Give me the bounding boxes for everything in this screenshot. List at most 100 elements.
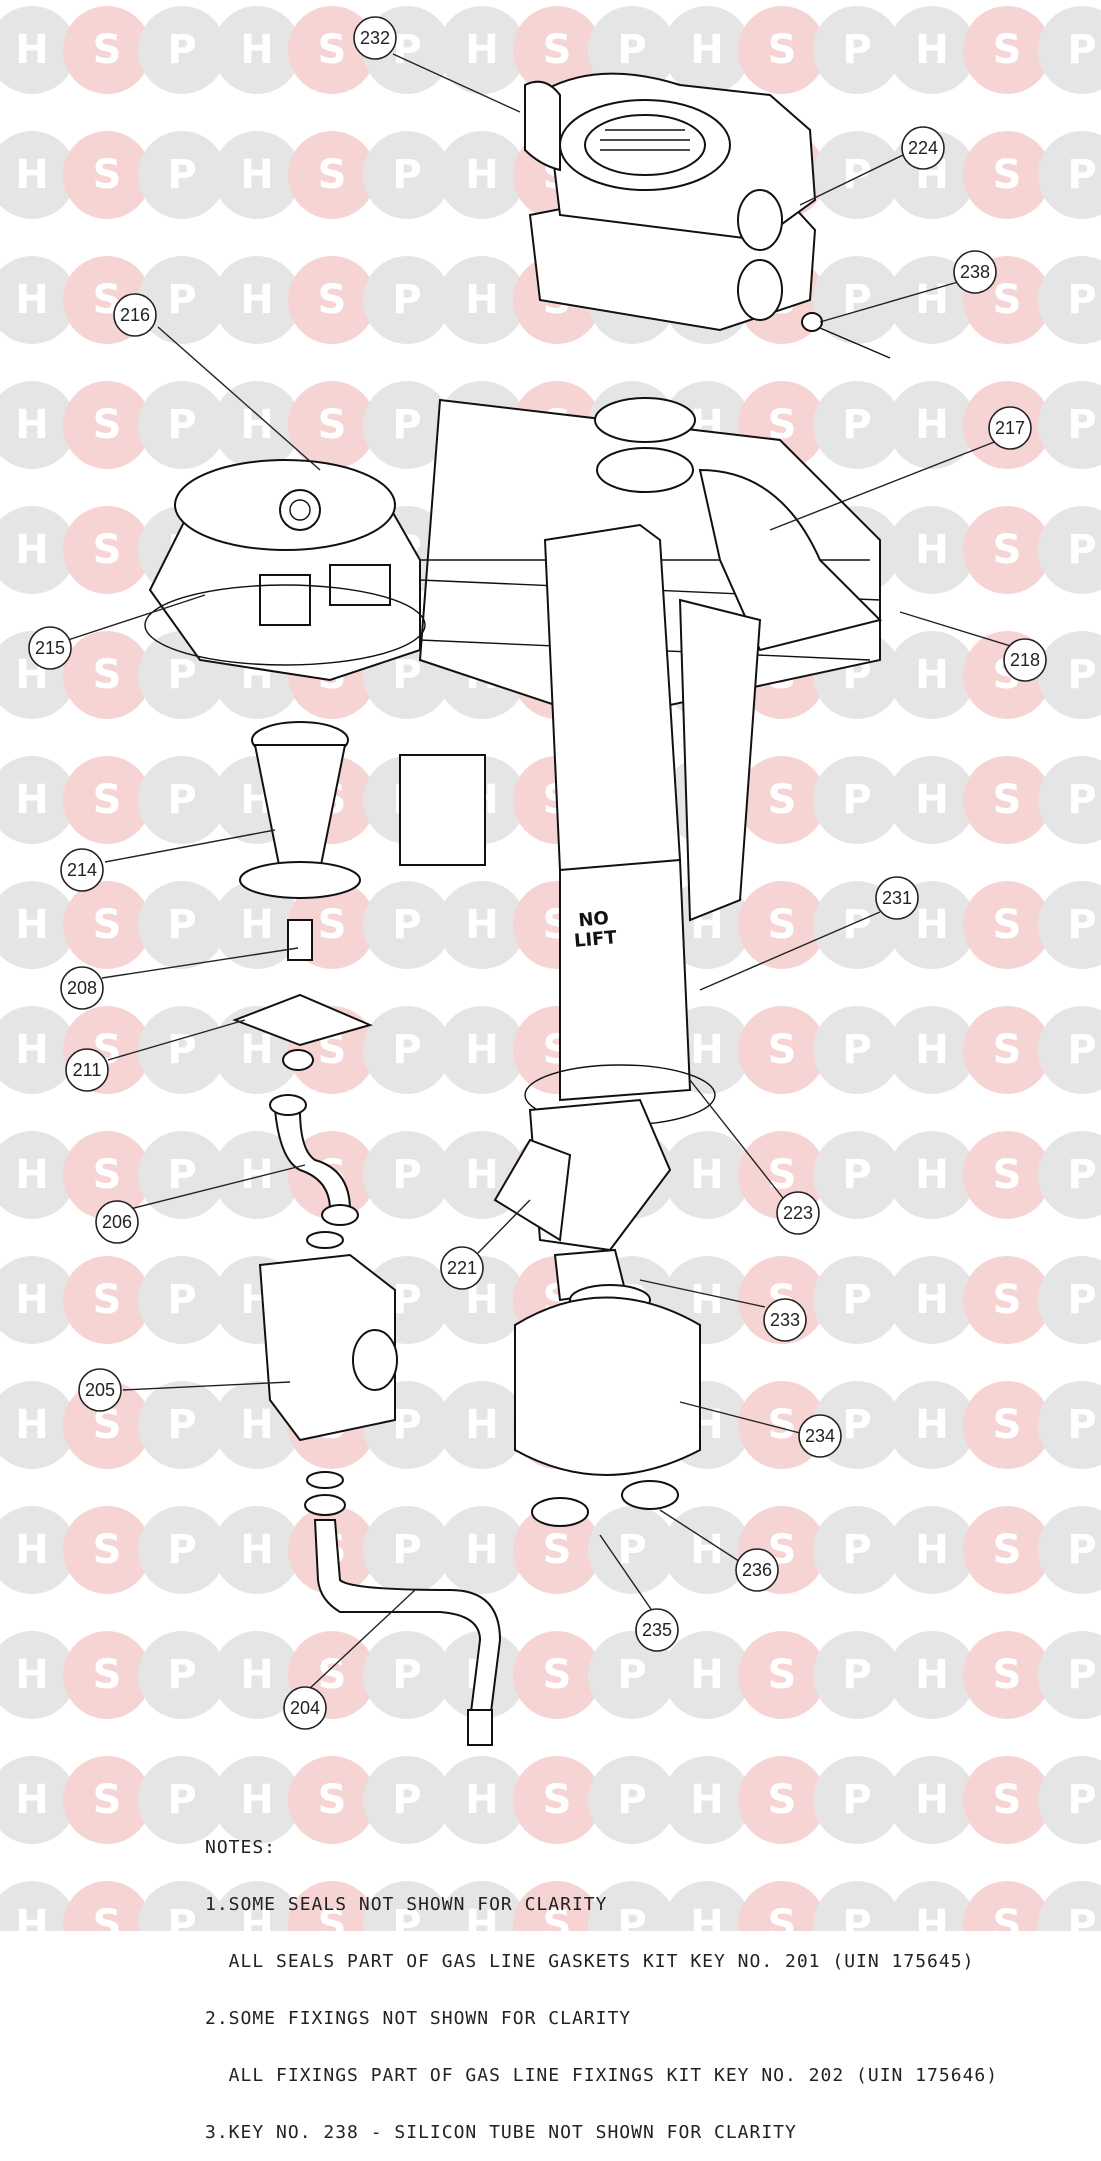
leader-221 [477, 1199, 531, 1254]
watermark-letter: H [690, 1277, 723, 1323]
watermark-letter: H [15, 277, 48, 323]
watermark-letter: H [690, 1777, 723, 1823]
watermark-circle [1038, 6, 1101, 94]
watermark-letter: P [1067, 277, 1096, 323]
watermark-letter: H [690, 1027, 723, 1073]
watermark-circle [888, 1631, 976, 1719]
watermark-letter: S [993, 1527, 1022, 1573]
watermark-circle [1038, 881, 1101, 969]
watermark-letter: S [93, 1777, 122, 1823]
watermark-letter: P [167, 277, 196, 323]
watermark-circle [63, 881, 151, 969]
watermark-circle [213, 1506, 301, 1594]
watermark-letter: H [240, 1777, 273, 1823]
watermark-letter: S [93, 902, 122, 948]
leader-224 [799, 154, 904, 206]
watermark-letter: P [392, 1652, 421, 1698]
callout-number: 215 [35, 638, 65, 658]
watermark-letter: H [15, 777, 48, 823]
watermark-letter: P [167, 152, 196, 198]
watermark-circle [63, 131, 151, 219]
callout-circle [65, 1048, 109, 1092]
callout-215: 215 [28, 626, 72, 670]
leader-236 [659, 1509, 746, 1566]
watermark-letter: H [465, 1152, 498, 1198]
watermark-circle [213, 381, 301, 469]
watermark-letter: H [915, 1777, 948, 1823]
siphon-head-part [493, 1098, 672, 1252]
watermark-letter: H [15, 402, 48, 448]
watermark-circle [1038, 631, 1101, 719]
watermark-circle [0, 1506, 76, 1594]
watermark-letter: P [392, 1152, 421, 1198]
watermark-letter: H [15, 902, 48, 948]
watermark-letter: H [690, 1152, 723, 1198]
callout-number: 211 [73, 1060, 102, 1080]
callout-number: 214 [67, 860, 97, 880]
watermark-circle [738, 6, 826, 94]
watermark-letter: S [318, 27, 347, 73]
callout-234: 234 [798, 1414, 842, 1458]
leader-214 [104, 829, 276, 863]
watermark-letter: P [167, 1277, 196, 1323]
watermark-letter: S [768, 1902, 797, 1931]
callout-223: 223 [776, 1191, 820, 1235]
watermark-circle [0, 506, 76, 594]
watermark-letter: S [93, 777, 122, 823]
leader-217 [769, 436, 1008, 531]
watermark-letter: P [392, 1402, 421, 1448]
watermark-letter: H [915, 1902, 948, 1931]
watermark-letter: S [993, 1027, 1022, 1073]
watermark-circle [288, 6, 376, 94]
callout-214: 214 [60, 848, 104, 892]
callout-circle [776, 1191, 820, 1235]
watermark-circle [363, 1131, 451, 1219]
watermark-letter: P [392, 1277, 421, 1323]
notes-line-5: 3.KEY NO. 238 - SILICON TUBE NOT SHOWN F… [205, 2122, 797, 2143]
watermark-letter: S [318, 402, 347, 448]
watermark-circle [438, 256, 526, 344]
watermark-letter: H [690, 1527, 723, 1573]
watermark-circle [738, 1631, 826, 1719]
watermark-letter: H [240, 1027, 273, 1073]
watermark-letter: H [15, 1902, 48, 1931]
callout-number: 232 [360, 28, 390, 48]
callout-circle [283, 1686, 327, 1730]
watermark-circle [888, 1131, 976, 1219]
callout-number: 208 [67, 978, 97, 998]
watermark-letter: P [842, 1152, 871, 1198]
callout-circle [353, 16, 397, 60]
watermark-letter: H [690, 1902, 723, 1931]
callout-236: 236 [735, 1548, 779, 1592]
watermark-circle [963, 6, 1051, 94]
watermark-letter: P [842, 27, 871, 73]
watermark-letter: S [993, 527, 1022, 573]
watermark-circle [1038, 756, 1101, 844]
watermark-letter: P [1067, 1777, 1096, 1823]
watermark-circle [513, 1756, 601, 1844]
watermark-circle [288, 381, 376, 469]
watermark-circle [663, 1881, 751, 1931]
watermark-letter: H [690, 27, 723, 73]
watermark-letter: S [543, 1527, 572, 1573]
exploded-parts-diagram: NO LIFT 23222423821621721521821423120821… [28, 16, 1047, 1746]
callout-204: 204 [283, 1686, 327, 1730]
watermark-circle [888, 1006, 976, 1094]
inlet-pipe-part [313, 1519, 502, 1746]
watermark-circle [738, 756, 826, 844]
gas-valve-part [258, 1231, 398, 1516]
fan-assembly-part [144, 459, 426, 682]
watermark-circle [738, 1881, 826, 1931]
callout-number: 217 [995, 418, 1025, 438]
watermark-circle [213, 131, 301, 219]
watermark-letter: S [543, 27, 572, 73]
callout-number: 204 [290, 1698, 320, 1718]
callout-224: 224 [901, 126, 945, 170]
watermark-letter: S [768, 1402, 797, 1448]
watermark-circle [813, 1131, 901, 1219]
watermark-circle [63, 631, 151, 719]
watermark-circle [213, 1131, 301, 1219]
watermark-letter: H [915, 277, 948, 323]
watermark-circle [138, 1631, 226, 1719]
watermark-letter: P [392, 1777, 421, 1823]
